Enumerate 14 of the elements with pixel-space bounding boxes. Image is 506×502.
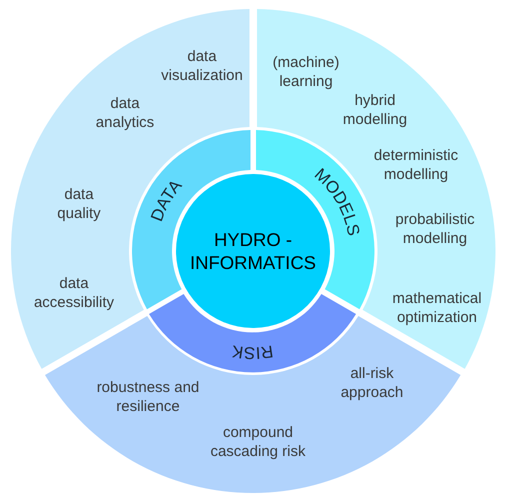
topic-label: all-risk approach: [340, 364, 404, 402]
topic-label: hybrid modelling: [342, 90, 408, 129]
topic-label: probabilistic modelling: [394, 210, 476, 248]
topic-label: data quality: [56, 184, 102, 223]
topic-label: data analytics: [94, 94, 155, 132]
category-label: RISK: [231, 341, 275, 362]
topic-label: mathematical optimization: [392, 288, 482, 327]
topic-label: data visualization: [160, 46, 244, 85]
topic-label: deterministic modelling: [373, 146, 459, 184]
topic-label: (machine) learning: [272, 52, 340, 91]
topic-label: robustness and resilience: [96, 378, 200, 416]
center-title: HYDRO - INFORMATICS: [189, 229, 316, 274]
topic-label: compound cascading risk: [209, 422, 306, 461]
topic-label: data accessibility: [32, 274, 115, 312]
